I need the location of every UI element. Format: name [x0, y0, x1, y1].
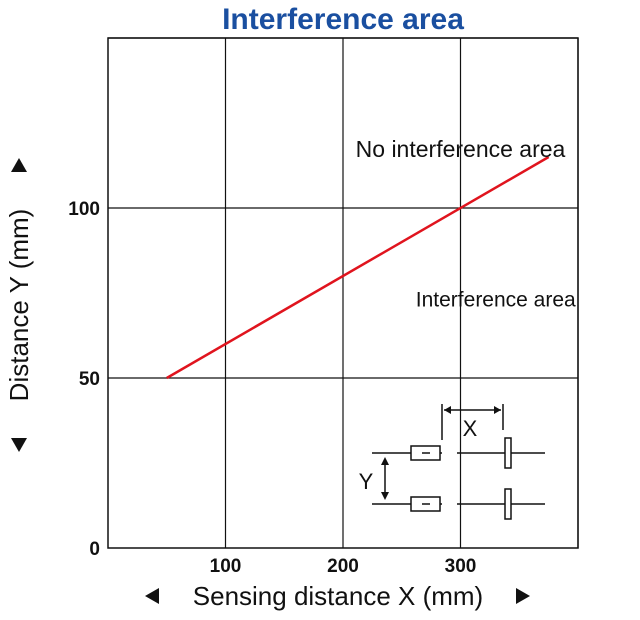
- x-axis-title: Sensing distance X (mm): [193, 581, 483, 611]
- tick-labels: 100 200 300 0 50 100: [68, 199, 476, 577]
- y-tick-label-1: 50: [79, 369, 100, 390]
- dimension-x-arrow-left-icon: [444, 406, 451, 414]
- y-axis-title: Distance Y (mm): [4, 209, 34, 402]
- plot-frame: [107, 37, 579, 549]
- dimension-y-label: Y: [359, 469, 374, 494]
- y-arrow-down-icon: [11, 438, 27, 452]
- dimension-y-arrow-up-icon: [381, 457, 389, 465]
- x-tick-label-0: 100: [210, 556, 242, 577]
- chart-title: Interference area: [222, 3, 464, 36]
- y-tick-label-2: 100: [68, 199, 100, 220]
- dimension-x-arrow-right-icon: [494, 406, 501, 414]
- x-arrow-right-icon: [516, 588, 530, 604]
- sensor-diagram: X Y: [359, 404, 545, 520]
- dimension-y-arrow-down-icon: [381, 492, 389, 500]
- annotation-no-interference: No interference area: [356, 136, 566, 162]
- x-tick-label-1: 200: [327, 556, 359, 577]
- dimension-x-label: X: [463, 416, 478, 441]
- x-axis-label: Sensing distance X (mm): [145, 581, 530, 611]
- x-arrow-left-icon: [145, 588, 159, 604]
- y-axis-label: Distance Y (mm): [4, 158, 34, 452]
- annotation-interference: Interference area: [416, 289, 576, 312]
- series-line-0: [166, 155, 550, 380]
- data-series: [166, 155, 550, 380]
- x-tick-label-2: 300: [445, 556, 477, 577]
- y-arrow-up-icon: [11, 158, 27, 172]
- y-tick-label-0: 0: [89, 539, 100, 560]
- target-lower: [504, 488, 512, 520]
- target-upper: [504, 437, 512, 469]
